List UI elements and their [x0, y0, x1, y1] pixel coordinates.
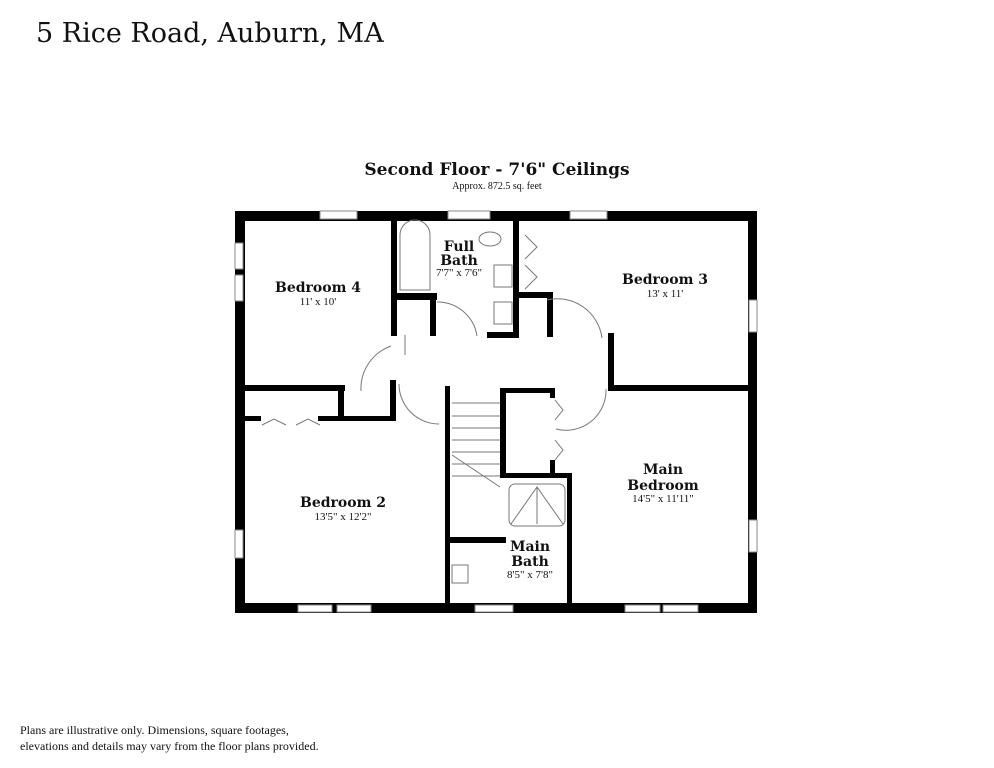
- room-bedroom-3: Bedroom 3 13' x 11': [622, 272, 708, 300]
- sink-icon: [493, 301, 513, 325]
- toilet-icon: [478, 231, 502, 247]
- svg-text:Main: Main: [643, 462, 683, 478]
- shower-icon: [508, 483, 566, 527]
- bathtub-icon: [399, 219, 431, 291]
- windows: [234, 210, 758, 613]
- svg-text:Bedroom 4: Bedroom 4: [275, 280, 361, 296]
- room-bedroom-4: Bedroom 4 11' x 10': [275, 280, 361, 308]
- floor-title: Second Floor - 7'6" Ceilings: [364, 160, 630, 180]
- svg-text:Bedroom 3: Bedroom 3: [622, 272, 708, 288]
- room-main-bath: Main Bath 8'5" x 7'8": [507, 539, 553, 581]
- fixtures-and-doors: [261, 219, 607, 584]
- sink-icon: [451, 564, 469, 584]
- disclaimer-line: elevations and details may vary from the…: [20, 739, 319, 753]
- svg-text:11' x 10': 11' x 10': [300, 296, 337, 308]
- property-address: 5 Rice Road, Auburn, MA: [36, 18, 384, 49]
- disclaimer: Plans are illustrative only. Dimensions,…: [20, 722, 400, 754]
- svg-text:Bath: Bath: [511, 554, 549, 570]
- svg-text:13' x 11': 13' x 11': [647, 288, 684, 300]
- svg-text:Bath: Bath: [440, 253, 478, 269]
- svg-text:13'5" x 12'2": 13'5" x 12'2": [315, 511, 372, 523]
- sink-icon: [493, 264, 513, 288]
- svg-text:Bedroom: Bedroom: [627, 478, 699, 494]
- stairs: [451, 402, 501, 488]
- svg-text:7'7" x 7'6": 7'7" x 7'6": [436, 267, 482, 279]
- room-bedroom-2: Bedroom 2 13'5" x 12'2": [300, 495, 386, 523]
- floor-area: Approx. 872.5 sq. feet: [452, 181, 542, 192]
- svg-text:14'5" x 11'11": 14'5" x 11'11": [632, 493, 694, 505]
- room-full-bath: Full Bath 7'7" x 7'6": [436, 239, 482, 279]
- svg-text:Main: Main: [510, 539, 550, 555]
- room-main-bedroom: Main Bedroom 14'5" x 11'11": [627, 462, 699, 505]
- svg-text:Bedroom 2: Bedroom 2: [300, 495, 386, 511]
- svg-text:Full: Full: [444, 239, 475, 255]
- disclaimer-line: Plans are illustrative only. Dimensions,…: [20, 723, 289, 737]
- svg-text:8'5" x 7'8": 8'5" x 7'8": [507, 569, 553, 581]
